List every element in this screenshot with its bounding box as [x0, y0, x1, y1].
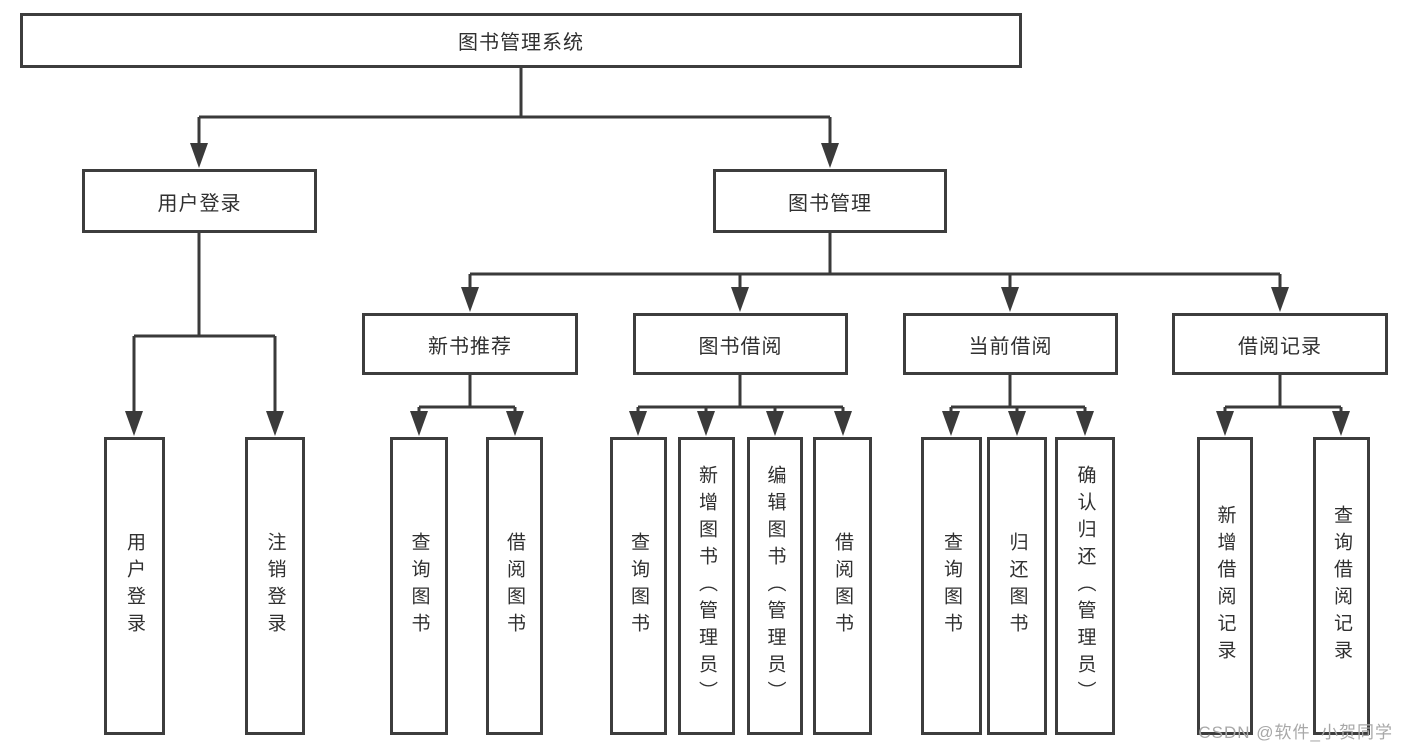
- leaf-edit-books-admin: 编辑图书（管理员）: [747, 437, 803, 735]
- arrow-down-icon: [1076, 411, 1094, 436]
- node-new-book-recommend-label: 新书推荐: [428, 335, 512, 358]
- arrow-down-icon: [125, 411, 143, 436]
- node-library-system: 图书管理系统: [20, 13, 1022, 68]
- leaf-borrow-books-recommend-label: 借阅图书: [504, 532, 525, 640]
- connector-new-book-recommend-children: [417, 375, 517, 420]
- leaf-edit-books-admin-label: 编辑图书（管理员）: [764, 464, 786, 708]
- leaf-borrow-books: 借阅图书: [813, 437, 872, 735]
- leaf-query-books-recommend-label: 查询图书: [408, 532, 430, 640]
- arrow-down-icon: [834, 411, 852, 436]
- node-user-login-label: 用户登录: [157, 192, 242, 215]
- leaf-logout: 注销登录: [245, 437, 305, 735]
- leaf-user-login: 用户登录: [104, 437, 165, 735]
- leaf-query-books-borrow: 查询图书: [610, 437, 667, 735]
- leaf-borrow-books-recommend: 借阅图书: [486, 437, 543, 735]
- leaf-logout-label: 注销登录: [264, 532, 286, 640]
- node-borrow-record: 借阅记录: [1172, 313, 1388, 375]
- arrow-down-icon: [190, 143, 208, 168]
- leaf-confirm-return-admin-label: 确认归还（管理员）: [1074, 464, 1096, 708]
- arrow-down-icon: [821, 143, 839, 168]
- leaf-query-books-borrow-label: 查询图书: [628, 532, 649, 640]
- connector-root-to-level2: [197, 68, 832, 150]
- leaf-query-books-current-label: 查询图书: [941, 532, 962, 640]
- connector-book-borrow-children: [636, 375, 845, 420]
- leaf-user-login-label: 用户登录: [124, 532, 145, 640]
- leaf-confirm-return-admin: 确认归还（管理员）: [1055, 437, 1115, 735]
- arrow-down-icon: [766, 411, 784, 436]
- node-current-borrow: 当前借阅: [903, 313, 1118, 375]
- leaf-add-borrow-record-label: 新增借阅记录: [1214, 505, 1236, 667]
- arrow-down-icon: [1271, 287, 1289, 312]
- arrow-down-icon: [629, 411, 647, 436]
- node-current-borrow-label: 当前借阅: [968, 335, 1053, 358]
- connector-borrow-record-children: [1223, 375, 1343, 420]
- arrowheads: [125, 143, 1350, 436]
- leaf-query-borrow-record-label: 查询借阅记录: [1331, 505, 1352, 667]
- node-book-borrow: 图书借阅: [633, 313, 848, 375]
- arrow-down-icon: [1001, 287, 1019, 312]
- leaf-return-books: 归还图书: [987, 437, 1047, 735]
- leaf-add-books-admin-label: 新增图书（管理员）: [696, 464, 717, 708]
- arrow-down-icon: [942, 411, 960, 436]
- leaf-borrow-books-label: 借阅图书: [832, 532, 853, 640]
- arrow-down-icon: [506, 411, 524, 436]
- arrow-down-icon: [731, 287, 749, 312]
- arrow-down-icon: [410, 411, 428, 436]
- leaf-add-borrow-record: 新增借阅记录: [1197, 437, 1253, 735]
- arrow-down-icon: [697, 411, 715, 436]
- leaf-return-books-label: 归还图书: [1006, 532, 1028, 640]
- csdn-watermark: CSDN @软件_小贺同学: [1198, 723, 1393, 742]
- node-book-management-label: 图书管理: [788, 192, 872, 215]
- leaf-add-books-admin: 新增图书（管理员）: [678, 437, 735, 735]
- leaf-query-books-recommend: 查询图书: [390, 437, 448, 735]
- connector-user-login-children: [132, 233, 277, 420]
- arrow-down-icon: [1332, 411, 1350, 436]
- arrow-down-icon: [461, 287, 479, 312]
- node-library-system-label: 图书管理系统: [458, 32, 584, 54]
- leaf-query-books-current: 查询图书: [921, 437, 982, 735]
- leaf-query-borrow-record: 查询借阅记录: [1313, 437, 1370, 735]
- node-book-management: 图书管理: [713, 169, 947, 233]
- node-new-book-recommend: 新书推荐: [362, 313, 578, 375]
- node-borrow-record-label: 借阅记录: [1238, 335, 1322, 358]
- arrow-down-icon: [1216, 411, 1234, 436]
- arrow-down-icon: [1008, 411, 1026, 436]
- node-user-login: 用户登录: [82, 169, 317, 233]
- node-book-borrow-label: 图书借阅: [698, 335, 783, 358]
- connector-book-management-children: [468, 233, 1282, 296]
- arrow-down-icon: [266, 411, 284, 436]
